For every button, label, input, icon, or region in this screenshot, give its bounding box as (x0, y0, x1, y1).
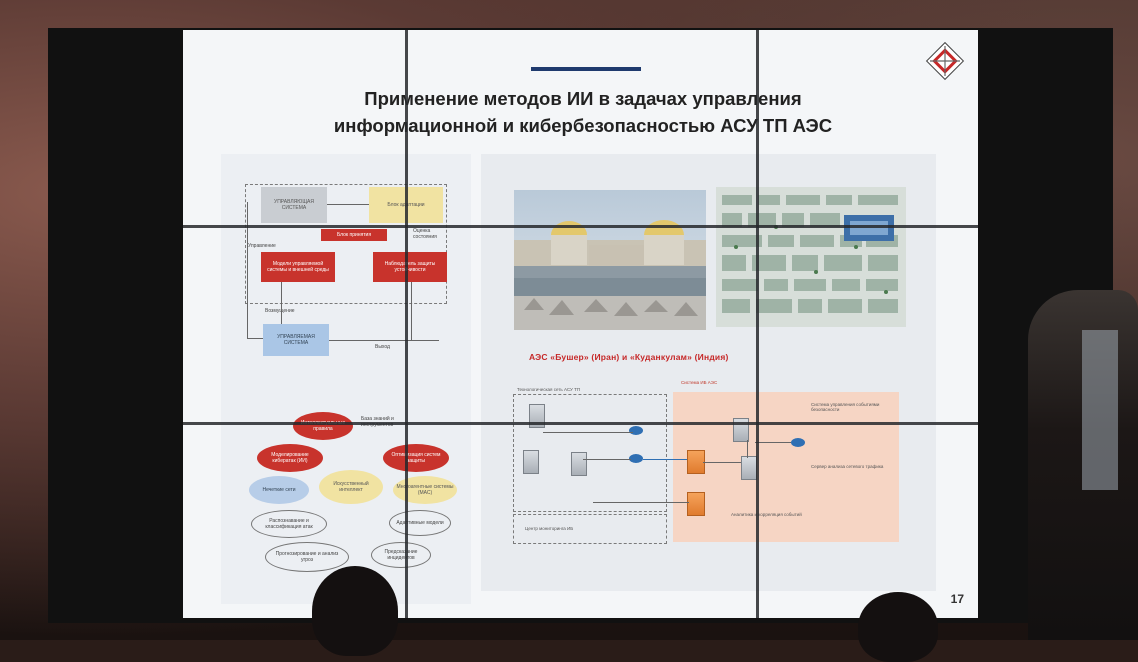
output-label: Выход (375, 344, 390, 350)
security-zone (673, 392, 899, 542)
attack-modeling-ellipse: Моделирование кибератак (ИИ) (257, 444, 323, 472)
screen-bezel (756, 30, 759, 618)
control-label: Управление (248, 243, 276, 249)
rosatom-logo (922, 38, 968, 84)
router-icon (629, 454, 643, 463)
screen-bezel (183, 225, 978, 228)
link-line (755, 442, 791, 443)
presenter-shirt (1082, 330, 1118, 490)
control-system-block: УПРАВЛЯЮЩАЯ СИСТЕМА (261, 187, 327, 223)
link-line (703, 462, 741, 463)
analytics-note: Аналитика и корреляция событий (731, 512, 802, 517)
left-diagram-panel: УПРАВЛЯЮЩАЯ СИСТЕМА Блок адаптации Блок … (221, 154, 471, 604)
plants-caption: АЭС «Бушер» (Иран) и «Куданкулам» (Индия… (529, 352, 729, 362)
screen-bezel (183, 422, 978, 425)
link-line (593, 502, 689, 503)
presentation-screen: Применение методов ИИ в задачах управлен… (183, 30, 978, 618)
server-icon (741, 456, 757, 480)
server-icon (571, 452, 587, 476)
audience-head (858, 592, 938, 662)
decision-block: Блок принятия (321, 229, 387, 241)
loop-line-left (247, 202, 248, 338)
feedback-line-2 (411, 282, 412, 340)
threat-forecast-ellipse: Прогнозирование и анализ угроз (265, 542, 349, 572)
adapt-arrow (327, 204, 369, 205)
fuzzy-networks-ellipse: Нечеткие сети (249, 476, 309, 504)
right-panel: АЭС «Бушер» (Иран) и «Куданкулам» (Индия… (481, 154, 936, 591)
disturbance-label: Возмущение (265, 308, 295, 314)
link-line (747, 440, 748, 458)
link-line (643, 459, 687, 460)
attack-recognition-ellipse: Распознавание и классификация атак (251, 510, 327, 538)
rules-ellipse: Интеллектуальные правила (293, 412, 353, 440)
traffic-note: Сервер анализа сетевого трафика (811, 464, 884, 469)
page-number: 17 (950, 592, 964, 606)
slide-title-line-1: Применение методов ИИ в задачах управлен… (364, 88, 802, 109)
screen-bezel (405, 30, 408, 618)
control-loop-frame (245, 184, 447, 304)
multiagent-ellipse: Многоагентные системы (МАС) (393, 476, 457, 504)
model-block: Модели управляемой системы и внешней сре… (261, 252, 335, 282)
feedback-line-1 (281, 282, 282, 324)
tech-network-label: Технологическая сеть АСУ ТП (517, 387, 581, 392)
monitoring-center-label: Центр мониторинга ИБ (525, 526, 574, 531)
link-line (583, 459, 631, 460)
adaptive-models-ellipse: Адаптивные модели (389, 510, 451, 536)
router-icon (629, 426, 643, 435)
title-rule (531, 67, 641, 71)
firewall-icon (687, 492, 705, 516)
server-icon (523, 450, 539, 474)
slide-title-line-2: информационной и кибербезопасностью АСУ … (333, 115, 833, 136)
router-icon (791, 438, 805, 447)
ai-ellipse: Искусственный интеллект (319, 470, 383, 504)
siem-note: Система управления событиями безопасност… (811, 402, 880, 412)
stability-block: Наблюдатель защиты устойчивости (373, 252, 447, 282)
slide-title: Применение методов ИИ в задачах управлен… (283, 85, 883, 139)
knowledge-base-label: База знаний и инструментов (361, 416, 394, 428)
managed-system-block: УПРАВЛЯЕМАЯ СИСТЕМА (263, 324, 329, 356)
loop-line-bottom (247, 338, 263, 339)
output-arrow (329, 340, 439, 341)
incident-prediction-ellipse: Предсказание инцидентов (371, 542, 431, 568)
state-estimate-label: Оценка состояния (413, 228, 437, 240)
tech-network-frame (513, 394, 667, 512)
network-diagram: Технологическая сеть АСУ ТП Система ИБ А… (511, 380, 901, 547)
audience-head (312, 566, 398, 656)
monitoring-frame (513, 514, 667, 544)
security-system-label: Система ИБ АЭС (681, 380, 718, 385)
scada-screen-photo (716, 187, 906, 327)
defense-optimization-ellipse: Оптимизация систем защиты (383, 444, 449, 472)
nuclear-plant-photo (514, 190, 706, 330)
link-line (543, 432, 633, 433)
